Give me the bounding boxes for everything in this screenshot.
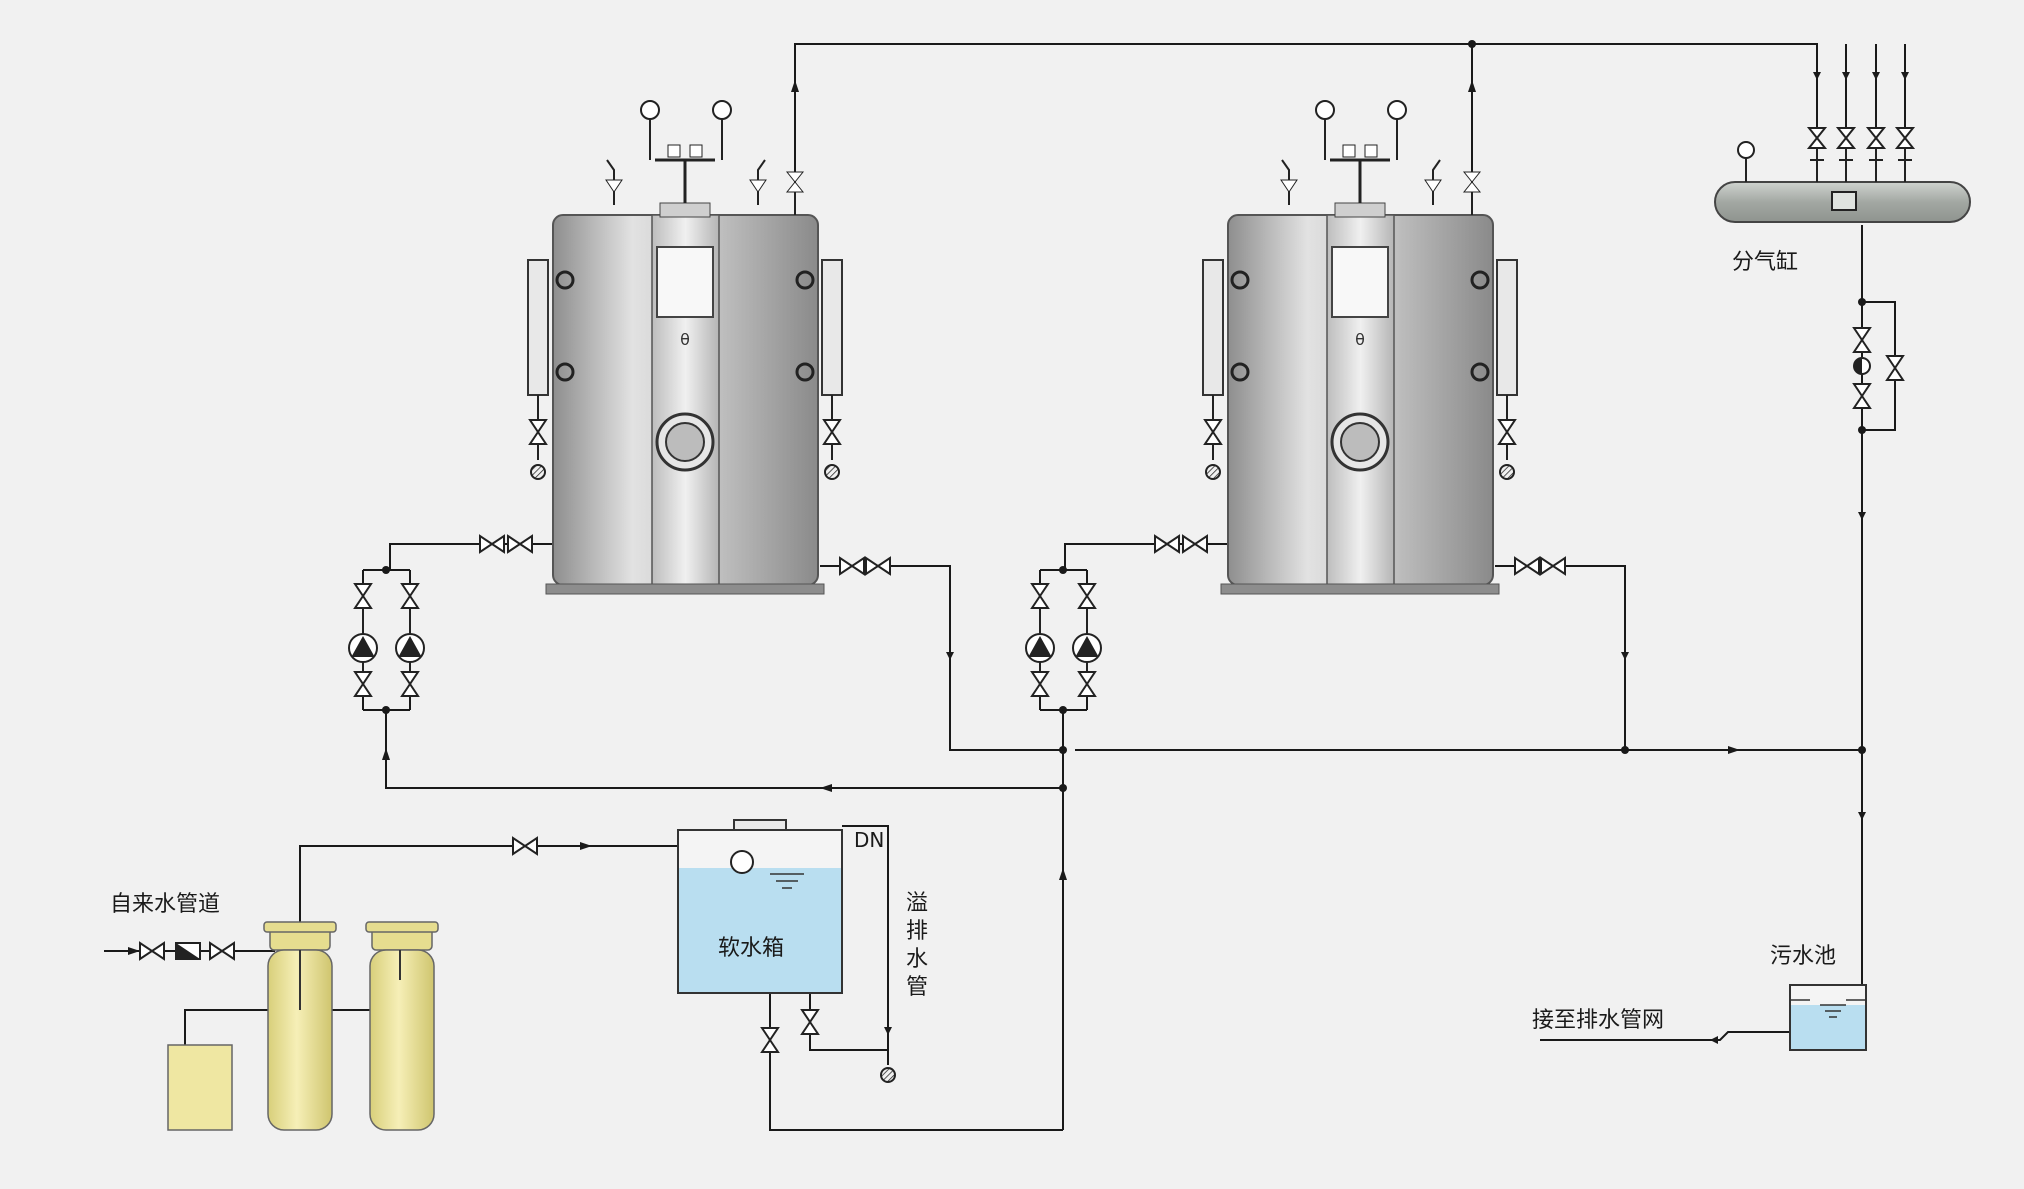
control-panel-screen xyxy=(1331,246,1389,318)
steam-header xyxy=(1714,127,1971,223)
pressure-gauge-icon xyxy=(1315,100,1335,120)
pressure-gauge-icon xyxy=(1387,100,1407,120)
label-sewage-pool: 污水池 xyxy=(1770,944,1837,969)
boiler-1: θ xyxy=(527,100,843,595)
label-soft-water-tank: 软水箱 xyxy=(718,936,785,961)
label-overflow-drain: 溢排水管 xyxy=(905,891,928,1000)
boiler-2: θ xyxy=(1202,100,1518,595)
label-steam-header: 分气缸 xyxy=(1732,250,1799,275)
pipe-junctions xyxy=(296,40,1866,1014)
pressure-gauge-icon xyxy=(712,100,732,120)
flow-arrows xyxy=(128,72,1909,1044)
strainer-filter xyxy=(175,357,1871,960)
feed-pumps xyxy=(348,608,1102,672)
control-panel-screen xyxy=(656,246,714,318)
label-to-drain-network: 接至排水管网 xyxy=(1532,1008,1665,1033)
svg-text:θ: θ xyxy=(1355,330,1365,349)
float-valve-icon xyxy=(730,850,754,874)
label-dn: DN xyxy=(854,828,885,852)
sewage-pool xyxy=(1789,984,1867,1051)
svg-text:θ: θ xyxy=(680,330,690,349)
soft-water-tank xyxy=(677,819,843,994)
pressure-gauge-icon xyxy=(1737,141,1755,159)
overflow-drain-outlet xyxy=(880,1067,896,1083)
label-tap-water: 自来水管道 xyxy=(110,892,221,917)
water-softeners xyxy=(167,921,439,1131)
pressure-gauge-icon xyxy=(640,100,660,120)
